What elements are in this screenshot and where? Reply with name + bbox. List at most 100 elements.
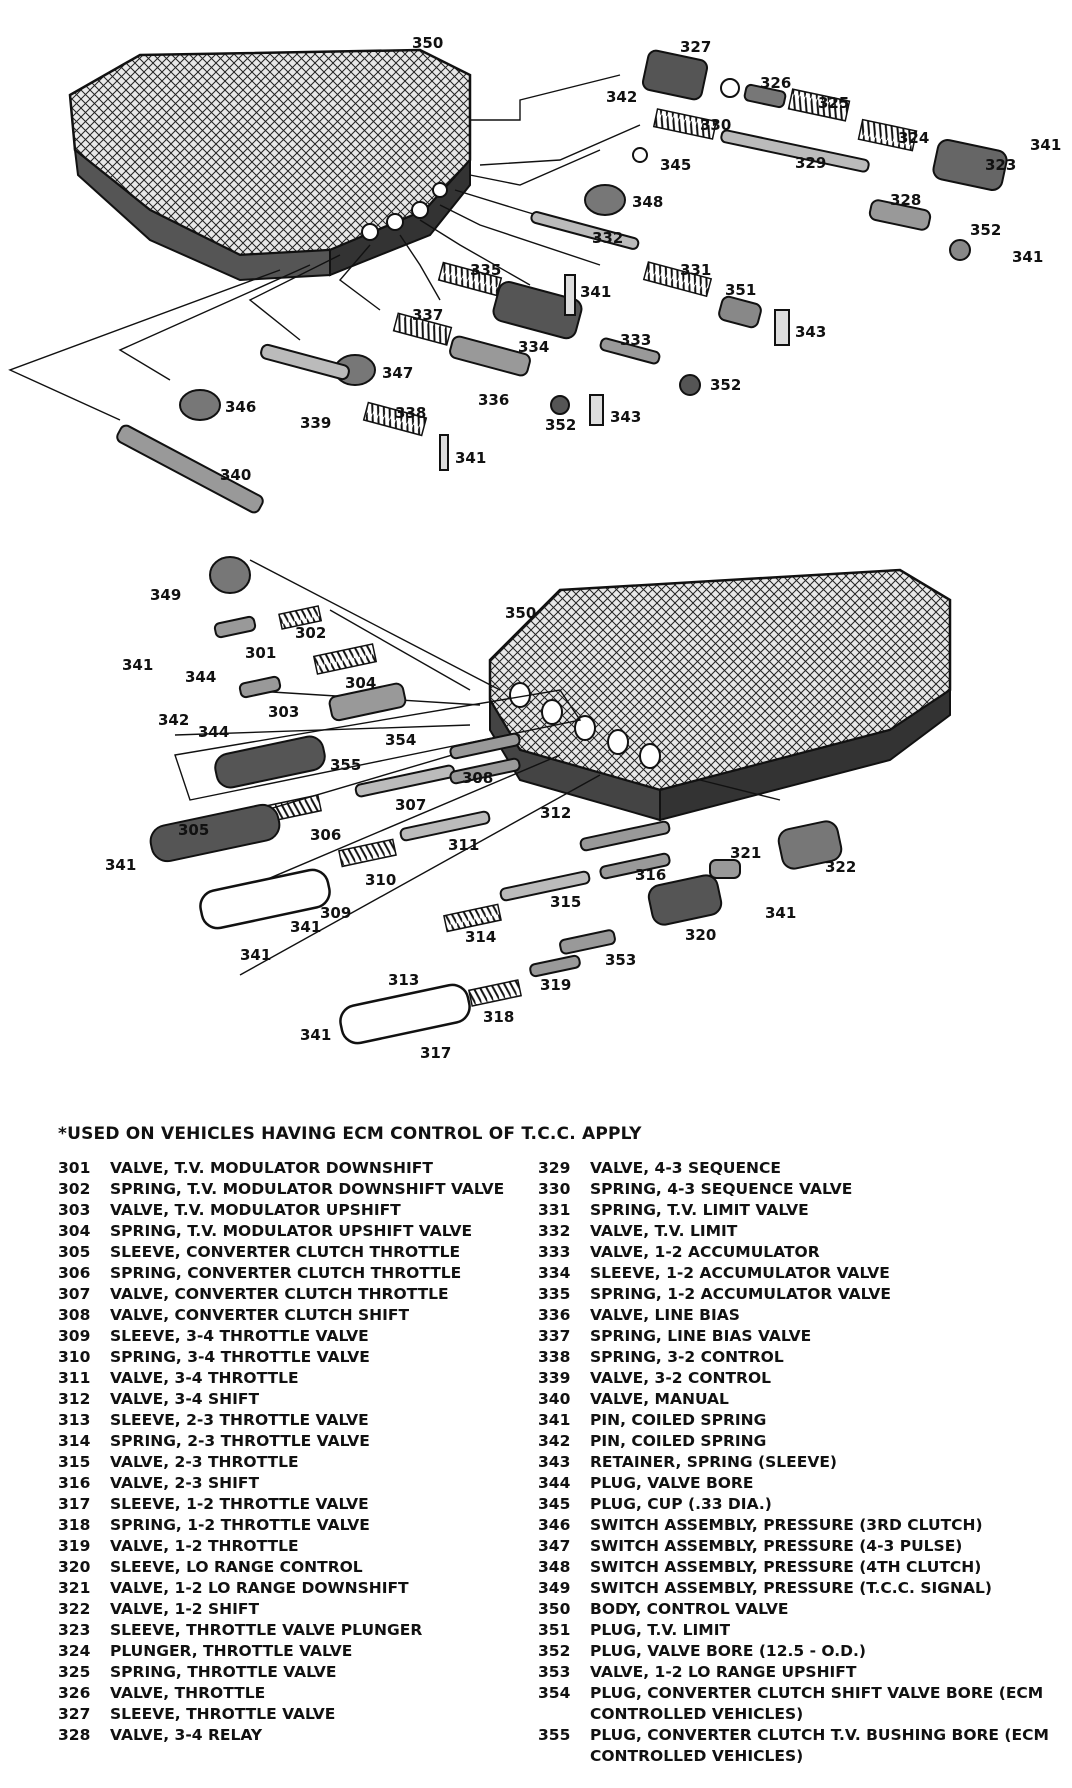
legend-number: 308	[58, 1306, 91, 1324]
legend-number: 317	[58, 1495, 91, 1513]
callout-327: 327	[680, 38, 711, 56]
legend-description: SPRING, LINE BIAS VALVE	[590, 1327, 812, 1345]
legend-number: 321	[58, 1579, 91, 1597]
callout-311: 311	[448, 836, 479, 854]
legend-number: 301	[58, 1159, 91, 1177]
callout-343-a: 343	[795, 323, 826, 341]
callout-307: 307	[395, 796, 426, 814]
legend-description: VALVE, 1-2 LO RANGE DOWNSHIFT	[110, 1579, 409, 1597]
legend-number: 309	[58, 1327, 91, 1345]
legend-description: VALVE, T.V. MODULATOR DOWNSHIFT	[110, 1159, 433, 1177]
legend-description: VALVE, 1-2 THROTTLE	[110, 1537, 299, 1555]
callout-352-m: 352	[710, 376, 741, 394]
callout-342-top: 342	[606, 88, 637, 106]
callout-328: 328	[890, 191, 921, 209]
callout-342-l: 342	[158, 711, 189, 729]
legend-description: SWITCH ASSEMBLY, PRESSURE (T.C.C. SIGNAL…	[590, 1579, 992, 1597]
callout-341-u: 341	[455, 449, 486, 467]
legend-description: VALVE, 3-2 CONTROL	[590, 1369, 772, 1387]
legend-number: 313	[58, 1411, 91, 1429]
legend-number: 339	[538, 1369, 571, 1387]
callout-315: 315	[550, 893, 581, 911]
legend-description: SPRING, 2-3 THROTTLE VALVE	[110, 1432, 370, 1450]
callout-337: 337	[412, 306, 443, 324]
callout-345: 345	[660, 156, 691, 174]
legend-number: 333	[538, 1243, 571, 1261]
legend-number: 331	[538, 1201, 571, 1219]
callout-331: 331	[680, 261, 711, 279]
legend-number: 311	[58, 1369, 91, 1387]
legend-number: 305	[58, 1243, 91, 1261]
callout-329: 329	[795, 154, 826, 172]
legend-description: PLUNGER, THROTTLE VALVE	[110, 1642, 353, 1660]
legend-row: 339 VALVE, 3-2 CONTROL	[538, 1368, 1058, 1389]
callout-341-bl: 341	[300, 1026, 331, 1044]
callout-341-l2: 341	[105, 856, 136, 874]
legend-number: 325	[58, 1663, 91, 1681]
callout-313: 313	[388, 971, 419, 989]
legend-description: VALVE, 3-4 RELAY	[110, 1726, 263, 1744]
legend-row: 321 VALVE, 1-2 LO RANGE DOWNSHIFT	[58, 1578, 528, 1599]
legend-description: VALVE, LINE BIAS	[590, 1306, 740, 1324]
legend-number: 337	[538, 1327, 571, 1345]
legend-number: 303	[58, 1201, 91, 1219]
legend-number: 320	[58, 1558, 91, 1576]
ecm-note: *USED ON VEHICLES HAVING ECM CONTROL OF …	[58, 1124, 642, 1144]
legend-number: 350	[538, 1600, 571, 1618]
legend-description: SPRING, 3-4 THROTTLE VALVE	[110, 1348, 370, 1366]
callout-306: 306	[310, 826, 341, 844]
legend-description: SPRING, T.V. MODULATOR UPSHIFT VALVE	[110, 1222, 473, 1240]
callout-340: 340	[220, 466, 251, 484]
legend-number: 314	[58, 1432, 91, 1450]
legend-number: 342	[538, 1432, 571, 1450]
callout-349: 349	[150, 586, 181, 604]
legend-number: 306	[58, 1264, 91, 1282]
callout-352-b: 352	[545, 416, 576, 434]
legend-number: 322	[58, 1600, 91, 1618]
callout-318: 318	[483, 1008, 514, 1026]
legend-description: RETAINER, SPRING (SLEEVE)	[590, 1453, 838, 1471]
legend-number: 352	[538, 1642, 571, 1660]
legend-number: 338	[538, 1348, 571, 1366]
legend-description: PLUG, VALVE BORE (12.5 - O.D.)	[590, 1642, 866, 1660]
callout-344-a: 344	[185, 668, 216, 686]
legend-row: 314 SPRING, 2-3 THROTTLE VALVE	[58, 1431, 528, 1452]
callout-322: 322	[825, 858, 856, 876]
callout-341-l: 341	[122, 656, 153, 674]
legend-description: PLUG, CUP (.33 DIA.)	[590, 1495, 772, 1513]
callout-341-r: 341	[1012, 248, 1043, 266]
callout-339: 339	[300, 414, 331, 432]
legend-description: VALVE, 2-3 THROTTLE	[110, 1453, 299, 1471]
legend-description: SLEEVE, 1-2 ACCUMULATOR VALVE	[590, 1264, 890, 1282]
callout-332: 332	[592, 229, 623, 247]
callout-355: 355	[330, 756, 361, 774]
callout-351: 351	[725, 281, 756, 299]
